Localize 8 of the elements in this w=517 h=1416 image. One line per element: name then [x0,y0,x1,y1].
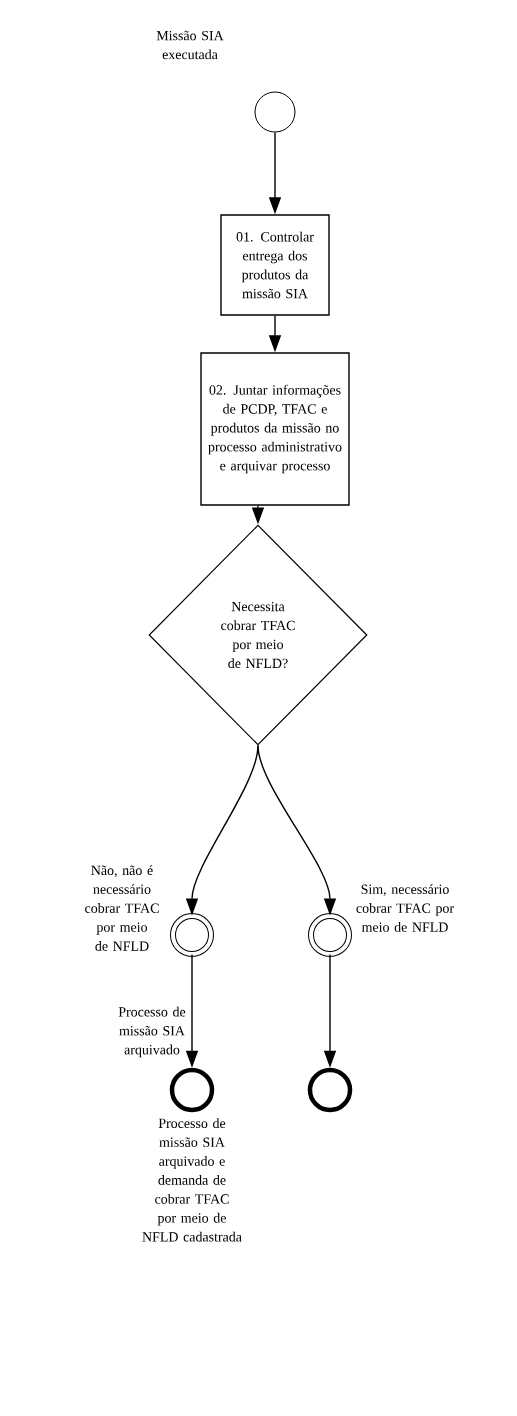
event-label: Não, não é necessário cobrar TFAC por meio de NFLD [85,865,159,951]
event-label: Processo de missão SIA arquivado e demanda de cobrar TFAC por meio de NFLD cadastrada [142,1118,242,1242]
task-box: 01. Controlar entrega dos produtos da missão SIA [220,214,330,316]
event-label: Sim, necessário cobrar TFAC por meio de NFLD [356,884,454,932]
event-label: Missão SIA executada [156,30,224,60]
task-box: 02. Juntar informações de PCDP, TFAC e produtos da missão no processo administrativo e arquivar processo [200,352,350,506]
end-event-circle [307,1067,353,1113]
event-label: Processo de missão SIA arquivado [118,1006,186,1058]
